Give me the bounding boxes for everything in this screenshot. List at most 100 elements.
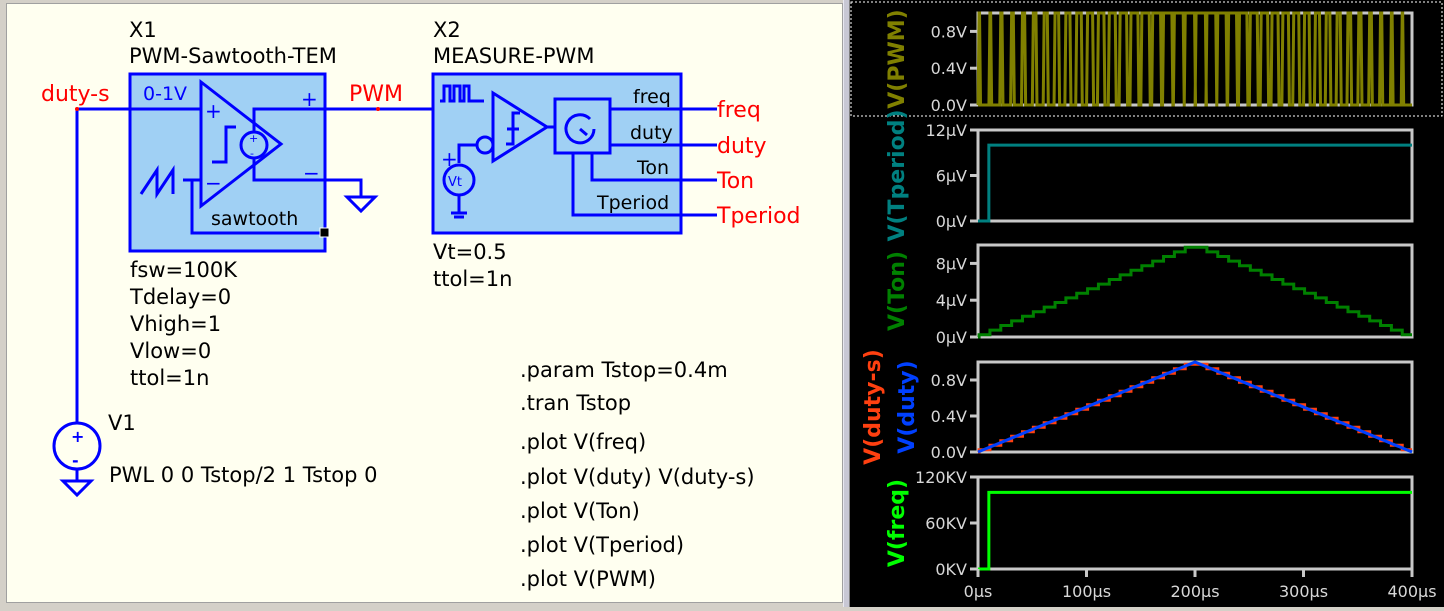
y-tick-label: 60KV bbox=[925, 514, 967, 533]
trace-v-duty-s-[interactable] bbox=[977, 360, 1413, 454]
y-tick-label: 0.0V bbox=[931, 443, 967, 462]
net-label-pwm[interactable]: PWM bbox=[349, 82, 403, 107]
x1-saw-loop bbox=[190, 180, 322, 235]
ground-icon bbox=[59, 479, 95, 498]
x1-model[interactable]: PWM-Sawtooth-TEM bbox=[129, 44, 337, 68]
x2-param[interactable]: ttol=1n bbox=[433, 267, 512, 291]
x-tick-label: 400µs bbox=[1387, 582, 1436, 601]
x-tick-label: 300µs bbox=[1279, 582, 1328, 601]
net-label-duty[interactable]: duty bbox=[717, 134, 767, 159]
vs-minus: - bbox=[250, 147, 254, 160]
x1-input-label: 0-1V bbox=[143, 83, 187, 105]
x1-param[interactable]: fsw=100K bbox=[130, 258, 238, 282]
x1-in-plus: + bbox=[205, 99, 222, 123]
plot-pane-2[interactable]: 0µV 4µV 8µV V(Ton) bbox=[885, 243, 1414, 347]
net-label-ton[interactable]: Ton bbox=[716, 169, 754, 194]
net-label-tperiod[interactable]: Tperiod bbox=[716, 204, 801, 229]
directive[interactable]: .plot V(duty) V(duty-s) bbox=[520, 465, 755, 489]
resize-handle[interactable] bbox=[319, 227, 330, 238]
schematic-editor[interactable]: X1 PWM-Sawtooth-TEM 0-1V + − + - sawtoot… bbox=[6, 3, 843, 603]
v1-value[interactable]: PWL 0 0 Tstop/2 1 Tstop 0 bbox=[109, 463, 377, 487]
v1-symbol[interactable]: + - bbox=[52, 421, 102, 498]
x1-out-plus-lead bbox=[252, 107, 329, 132]
x1-out-plus: + bbox=[301, 87, 318, 111]
x2-model[interactable]: MEASURE-PWM bbox=[433, 44, 594, 68]
trace-v-pwm-[interactable] bbox=[976, 11, 1412, 107]
spice-directives[interactable]: .param Tstop=0.4m .tran Tstop .plot V(fr… bbox=[520, 358, 755, 591]
trace-label[interactable]: V(freq) bbox=[885, 479, 910, 567]
x1-params[interactable]: fsw=100K Tdelay=0 Vhigh=1 Vlow=0 ttol=1n bbox=[129, 258, 238, 390]
plot-frame bbox=[976, 475, 1414, 571]
trace-label[interactable]: V(Tperiod) bbox=[885, 109, 910, 241]
x2-pin-duty: duty bbox=[630, 122, 673, 144]
trace-label[interactable]: V(duty) bbox=[895, 360, 920, 453]
pin-tperiod-lead bbox=[571, 153, 717, 217]
plot-frame bbox=[976, 243, 1414, 339]
x1-symbol[interactable]: 0-1V + − + - sawtooth + − bbox=[128, 72, 363, 253]
x-tick-label: 0µs bbox=[964, 582, 993, 601]
directive[interactable]: .plot V(freq) bbox=[520, 430, 646, 454]
vt-ground bbox=[451, 195, 467, 219]
gauge-icon bbox=[564, 113, 596, 145]
plot-frame bbox=[976, 128, 1414, 223]
x2-params[interactable]: Vt=0.5 ttol=1n bbox=[433, 240, 512, 291]
trace-v-duty-[interactable] bbox=[977, 362, 1412, 454]
y-tick-label: 0µV bbox=[936, 328, 967, 347]
trace-v-tperiod-[interactable] bbox=[978, 143, 1412, 223]
directive[interactable]: .plot V(Ton) bbox=[520, 499, 640, 523]
net-label-freq[interactable]: freq bbox=[717, 98, 761, 123]
x1-out-minus-lead bbox=[252, 158, 363, 197]
plot-pane-1[interactable]: 0µV 6µV 12µV V(Tperiod) bbox=[885, 109, 1414, 242]
x2-pin-ton: Ton bbox=[636, 157, 669, 179]
x1-out-minus: − bbox=[303, 161, 320, 185]
x1-ref[interactable]: X1 bbox=[129, 18, 157, 42]
trace-v-freq-[interactable] bbox=[978, 490, 1412, 571]
y-tick-label: 0µV bbox=[936, 212, 967, 231]
net-label-duty-s[interactable]: duty-s bbox=[41, 82, 110, 107]
x2-param[interactable]: Vt=0.5 bbox=[433, 240, 507, 264]
x2-symbol[interactable]: + Vt freq duty Ton Tperiod bbox=[431, 72, 717, 235]
trace-label[interactable]: V(Ton) bbox=[885, 251, 910, 331]
pulse-train-icon bbox=[440, 84, 484, 103]
waveform-canvas[interactable]: 0.0V0.4V0.8VV(PWM)0µV6µV12µVV(Tperiod)0µ… bbox=[850, 0, 1444, 607]
y-tick-label: 0.0V bbox=[931, 96, 967, 115]
vs-plus: + bbox=[249, 132, 258, 145]
v1-minus: - bbox=[72, 451, 79, 470]
plot-frame bbox=[976, 360, 1414, 454]
x2-ref[interactable]: X2 bbox=[433, 18, 461, 42]
directive[interactable]: .plot V(PWM) bbox=[520, 567, 656, 591]
y-tick-label: 0.8V bbox=[931, 371, 967, 390]
y-tick-label: 0.4V bbox=[931, 59, 967, 78]
y-tick-label: 0.4V bbox=[931, 407, 967, 426]
x1-param[interactable]: Tdelay=0 bbox=[129, 285, 231, 309]
trace-v-ton-[interactable] bbox=[977, 245, 1412, 339]
x1-param[interactable]: Vlow=0 bbox=[130, 339, 211, 363]
x1-in-minus: − bbox=[205, 171, 222, 195]
y-tick-label: 120KV bbox=[915, 468, 967, 487]
pane-splitter[interactable] bbox=[843, 0, 850, 607]
gauge-needle bbox=[579, 127, 588, 137]
x2-pin-freq: freq bbox=[633, 86, 671, 108]
trace-label[interactable]: V(duty-s) bbox=[861, 349, 886, 465]
y-tick-label: 12µV bbox=[926, 121, 968, 140]
x1-param[interactable]: Vhigh=1 bbox=[130, 312, 221, 336]
x1-param[interactable]: ttol=1n bbox=[130, 366, 209, 390]
v1-ref[interactable]: V1 bbox=[108, 411, 136, 435]
pin-ton-lead bbox=[590, 153, 717, 182]
y-tick-label: 6µV bbox=[936, 167, 967, 186]
trace-label[interactable]: V(PWM) bbox=[885, 9, 910, 108]
directive[interactable]: .tran Tstop bbox=[520, 391, 631, 415]
net-junction bbox=[75, 107, 79, 111]
y-tick-label: 8µV bbox=[936, 254, 967, 273]
y-tick-label: 4µV bbox=[936, 291, 967, 310]
directive[interactable]: .param Tstop=0.4m bbox=[520, 358, 728, 382]
plot-pane-0[interactable]: 0.0V 0.4V 0.8V V(PWM) bbox=[885, 9, 1414, 115]
directive[interactable]: .plot V(Tperiod) bbox=[520, 533, 684, 557]
vt-lead bbox=[457, 143, 477, 163]
schmitt-icon bbox=[506, 111, 520, 146]
y-tick-label: 0.8V bbox=[931, 22, 967, 41]
plot-pane-3[interactable]: 0.0V 0.4V 0.8V V(duty-s) V(duty) bbox=[861, 349, 1414, 465]
schematic-canvas[interactable]: X1 PWM-Sawtooth-TEM 0-1V + − + - sawtoot… bbox=[7, 4, 843, 603]
